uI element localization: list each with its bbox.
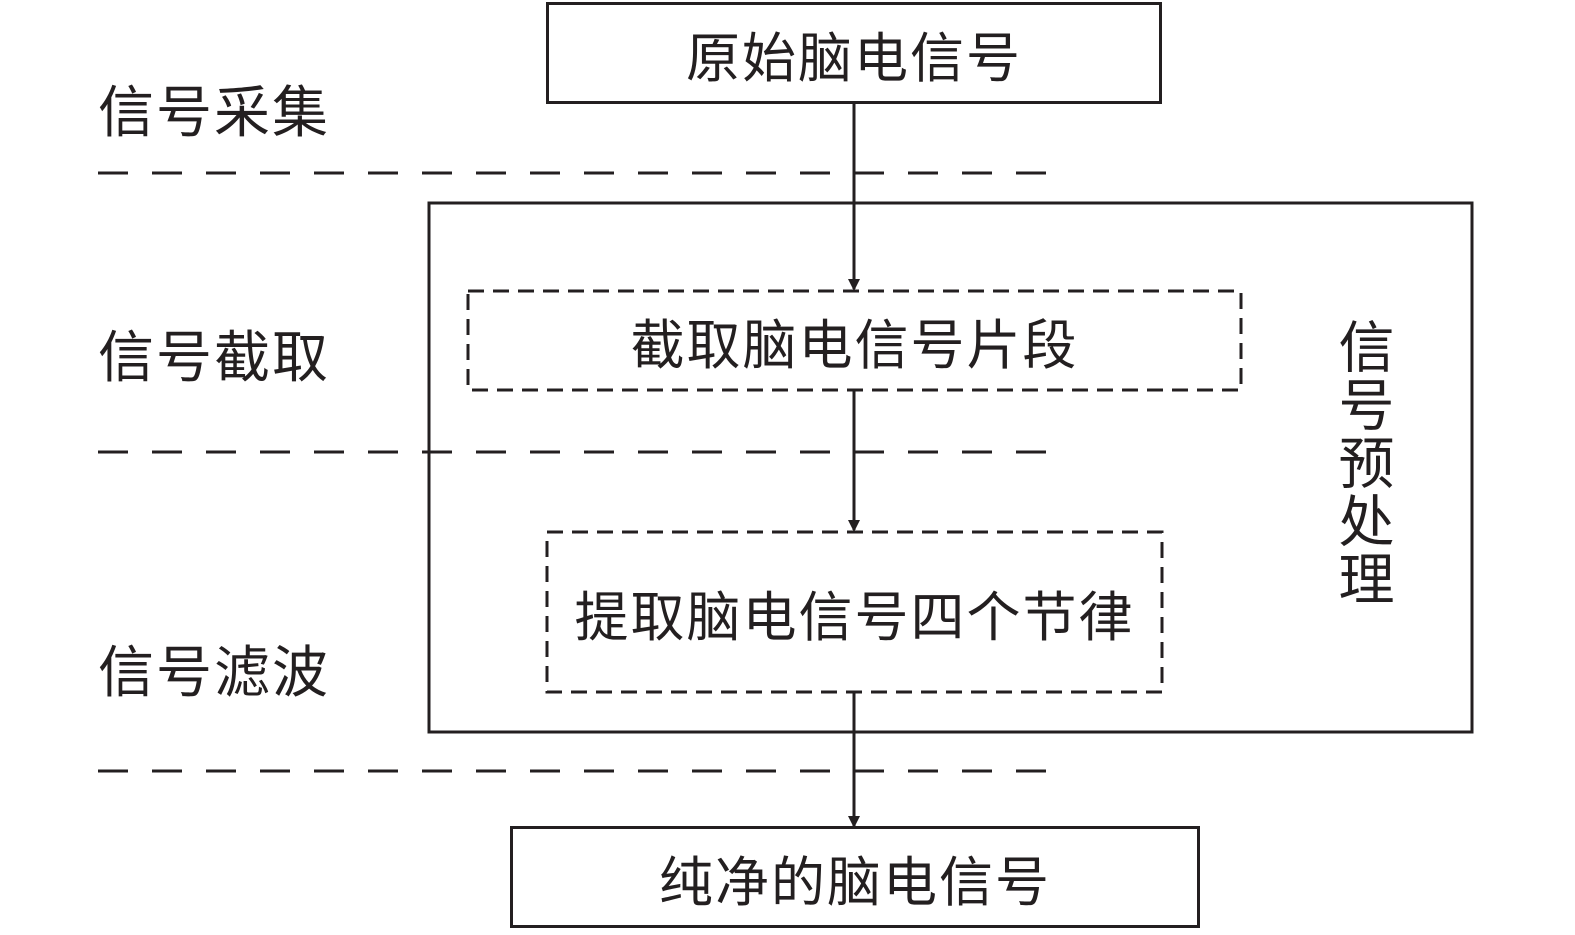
clean-eeg-label: 纯净的脑电信号 bbox=[659, 850, 1051, 914]
stage-label-filtering: 信号滤波 bbox=[98, 641, 330, 706]
segment-eeg-node: 截取脑电信号片段 bbox=[468, 291, 1241, 390]
stage-label-segmentation: 信号截取 bbox=[98, 326, 330, 391]
raw-eeg-label: 原始脑电信号 bbox=[686, 26, 1022, 90]
preprocessing-group-frame bbox=[427, 201, 1474, 734]
segment-box-border bbox=[466, 289, 1243, 392]
raw-eeg-node: 原始脑电信号 bbox=[546, 2, 1162, 104]
rhythm-box-border bbox=[545, 530, 1164, 694]
segment-eeg-label: 截取脑电信号片段 bbox=[630, 314, 1079, 377]
stage-label-acquisition: 信号采集 bbox=[98, 81, 330, 146]
extract-rhythms-node: 提取脑电信号四个节律 bbox=[547, 532, 1162, 692]
preprocessing-group-label: 信号预处理 bbox=[1329, 318, 1394, 608]
clean-eeg-node: 纯净的脑电信号 bbox=[510, 826, 1200, 928]
extract-rhythms-label: 提取脑电信号四个节律 bbox=[574, 585, 1135, 649]
